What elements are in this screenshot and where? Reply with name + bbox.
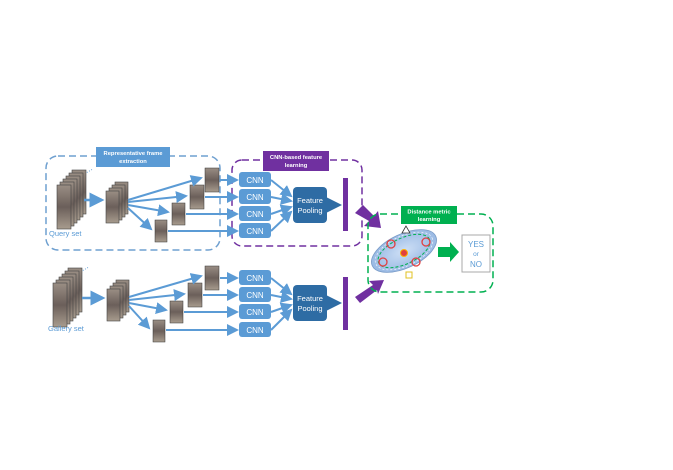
gallery-frame-4 [152, 319, 166, 343]
frame-extraction-label-line2: extraction [119, 159, 147, 165]
decision-arrow [438, 242, 459, 262]
distance-metric-label-box [401, 206, 457, 224]
cnn-feature-label-box [263, 151, 329, 171]
query-frame-4 [154, 219, 168, 243]
gallery-stack-ellipsis: ... [78, 261, 90, 273]
gallery-frame-1 [204, 265, 220, 291]
gallery-frame-2 [187, 282, 203, 308]
gallery-cnn-boxes: CNN CNN CNN CNN [239, 270, 271, 337]
gallery-pooling-line1: Feature [297, 294, 323, 303]
query-sample-point [400, 249, 408, 257]
query-pooling-line2: Pooling [297, 206, 322, 215]
gallery-set-label: Gallery set [48, 324, 85, 333]
gallery-cnn-input-arrows [166, 272, 239, 336]
gallery-feature-vector-bar [343, 277, 348, 330]
gallery-cnn-2 [239, 287, 271, 302]
decision-no: NO [470, 260, 482, 269]
gallery-pooling-line2: Pooling [297, 304, 322, 313]
gallery-cnn-2-label: CNN [246, 291, 264, 300]
query-cnn-boxes: CNN CNN CNN CNN [239, 172, 271, 238]
query-frame-1 [204, 167, 220, 193]
query-frames [154, 167, 220, 243]
frame-extraction-label-box [96, 147, 170, 167]
gallery-selected-stack-icon [106, 279, 130, 322]
cnn-feature-label-line1: CNN-based feature [270, 155, 323, 161]
query-frame-2 [189, 184, 205, 210]
gallery-sample-circle-2 [421, 237, 431, 247]
negative-square-icon [405, 271, 413, 279]
query-frame-arrows [127, 175, 203, 231]
frame-extraction-label-line1: Representative frame [104, 151, 164, 157]
query-selected-stack-icon [105, 181, 129, 224]
query-set-label: Query set [49, 229, 82, 238]
query-cnn-1-label: CNN [246, 176, 264, 185]
gallery-cnn-1-label: CNN [246, 274, 264, 283]
gallery-feature-pooling-box [293, 285, 327, 321]
gallery-sample-circle-1 [386, 239, 396, 249]
distance-metric-label-line2: learning [418, 217, 441, 223]
query-pooling-arrows [270, 179, 293, 232]
query-cnn-3 [239, 206, 271, 221]
query-feature-pooling-box [293, 187, 327, 223]
query-stack-ellipsis: ... [82, 163, 94, 175]
distance-metric-label-line1: Distance metric [407, 210, 451, 216]
query-cnn-4 [239, 223, 271, 238]
query-frame-3 [171, 202, 186, 226]
gallery-cnn-3 [239, 304, 271, 319]
negative-triangle-icon [401, 225, 411, 234]
gallery-cnn-1 [239, 270, 271, 285]
gallery-pooling-arrows [270, 277, 293, 331]
query-cnn-3-label: CNN [246, 210, 264, 219]
gallery-frame-3 [169, 300, 184, 324]
gallery-cnn-4-label: CNN [246, 326, 264, 335]
query-to-metric-arrow [355, 205, 381, 228]
cnn-feature-label-line2: learning [285, 163, 308, 169]
gallery-frames [152, 265, 220, 343]
query-cnn-2 [239, 189, 271, 204]
gallery-to-metric-arrow [355, 280, 384, 303]
decision-yes: YES [468, 240, 484, 249]
decision-box [461, 234, 491, 273]
query-cnn-1 [239, 172, 271, 187]
gallery-cnn-3-label: CNN [246, 308, 264, 317]
query-cnn-2-label: CNN [246, 193, 264, 202]
gallery-video-stack-icon [52, 267, 83, 328]
query-feature-vector-bar [343, 178, 348, 231]
gallery-sample-circle-3 [378, 257, 388, 267]
query-cnn-4-label: CNN [246, 227, 264, 236]
gallery-cnn-4 [239, 322, 271, 337]
query-cnn-input-arrows [168, 174, 239, 237]
query-pooling-line1: Feature [297, 196, 323, 205]
query-extraction-box [45, 155, 221, 251]
gallery-frame-arrows [128, 273, 203, 330]
query-video-stack-icon [56, 169, 87, 230]
gallery-sample-circle-4 [411, 257, 421, 267]
decision-or: or [473, 251, 480, 258]
